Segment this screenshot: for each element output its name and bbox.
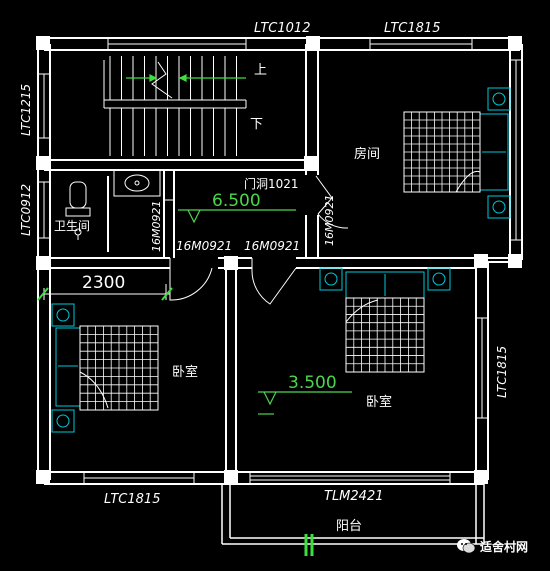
label-window-top-left: LTC1012: [254, 21, 310, 36]
windows: [37, 37, 523, 485]
label-window-top-right: LTC1815: [384, 21, 440, 36]
balcony-drain: [304, 534, 314, 556]
label-room-bathroom: 卫生间: [54, 219, 90, 233]
label-window-left-upper: LTC1215: [19, 84, 33, 136]
label-room-bedroom-right: 卧室: [366, 394, 392, 410]
label-window-right: LTC1815: [495, 346, 509, 398]
wechat-icon: [457, 539, 476, 554]
label-door-2: 16M0921: [244, 239, 300, 253]
label-door-opening: 门洞1021: [244, 176, 299, 191]
bed-top-right: [403, 87, 511, 219]
balcony: [221, 484, 485, 545]
walls: [37, 37, 523, 485]
elevation-marks: [178, 209, 352, 415]
label-elevation-2: 3.500: [288, 373, 337, 393]
columns: [36, 36, 522, 484]
label-door-1: 16M0921: [176, 239, 232, 253]
label-window-bottom-left: LTC1815: [104, 492, 160, 507]
stair-arrows: [126, 74, 246, 82]
watermark: 适舍村网: [456, 536, 548, 556]
bathroom-fixtures: [65, 169, 161, 240]
label-stair-down: 下: [250, 117, 263, 132]
label-stair-up: 上: [254, 63, 267, 78]
label-sliding-door: TLM2421: [324, 489, 383, 504]
label-door-3: 16M0921: [150, 201, 163, 252]
label-elevation-1: 6.500: [212, 191, 261, 211]
label-door-4: 16M0921: [323, 195, 336, 246]
watermark-text: 适舍村网: [480, 539, 529, 554]
doors: [164, 175, 349, 305]
staircase: [103, 56, 247, 156]
bed-left: [51, 303, 159, 433]
label-room-top-right: 房间: [354, 146, 380, 162]
dimension-2300: [37, 284, 173, 301]
label-window-left-lower: LTC0912: [19, 184, 33, 236]
label-balcony: 阳台: [336, 519, 362, 534]
label-dimension: 2300: [82, 273, 125, 293]
bed-right: [319, 267, 451, 373]
label-room-bedroom-left: 卧室: [172, 364, 198, 380]
